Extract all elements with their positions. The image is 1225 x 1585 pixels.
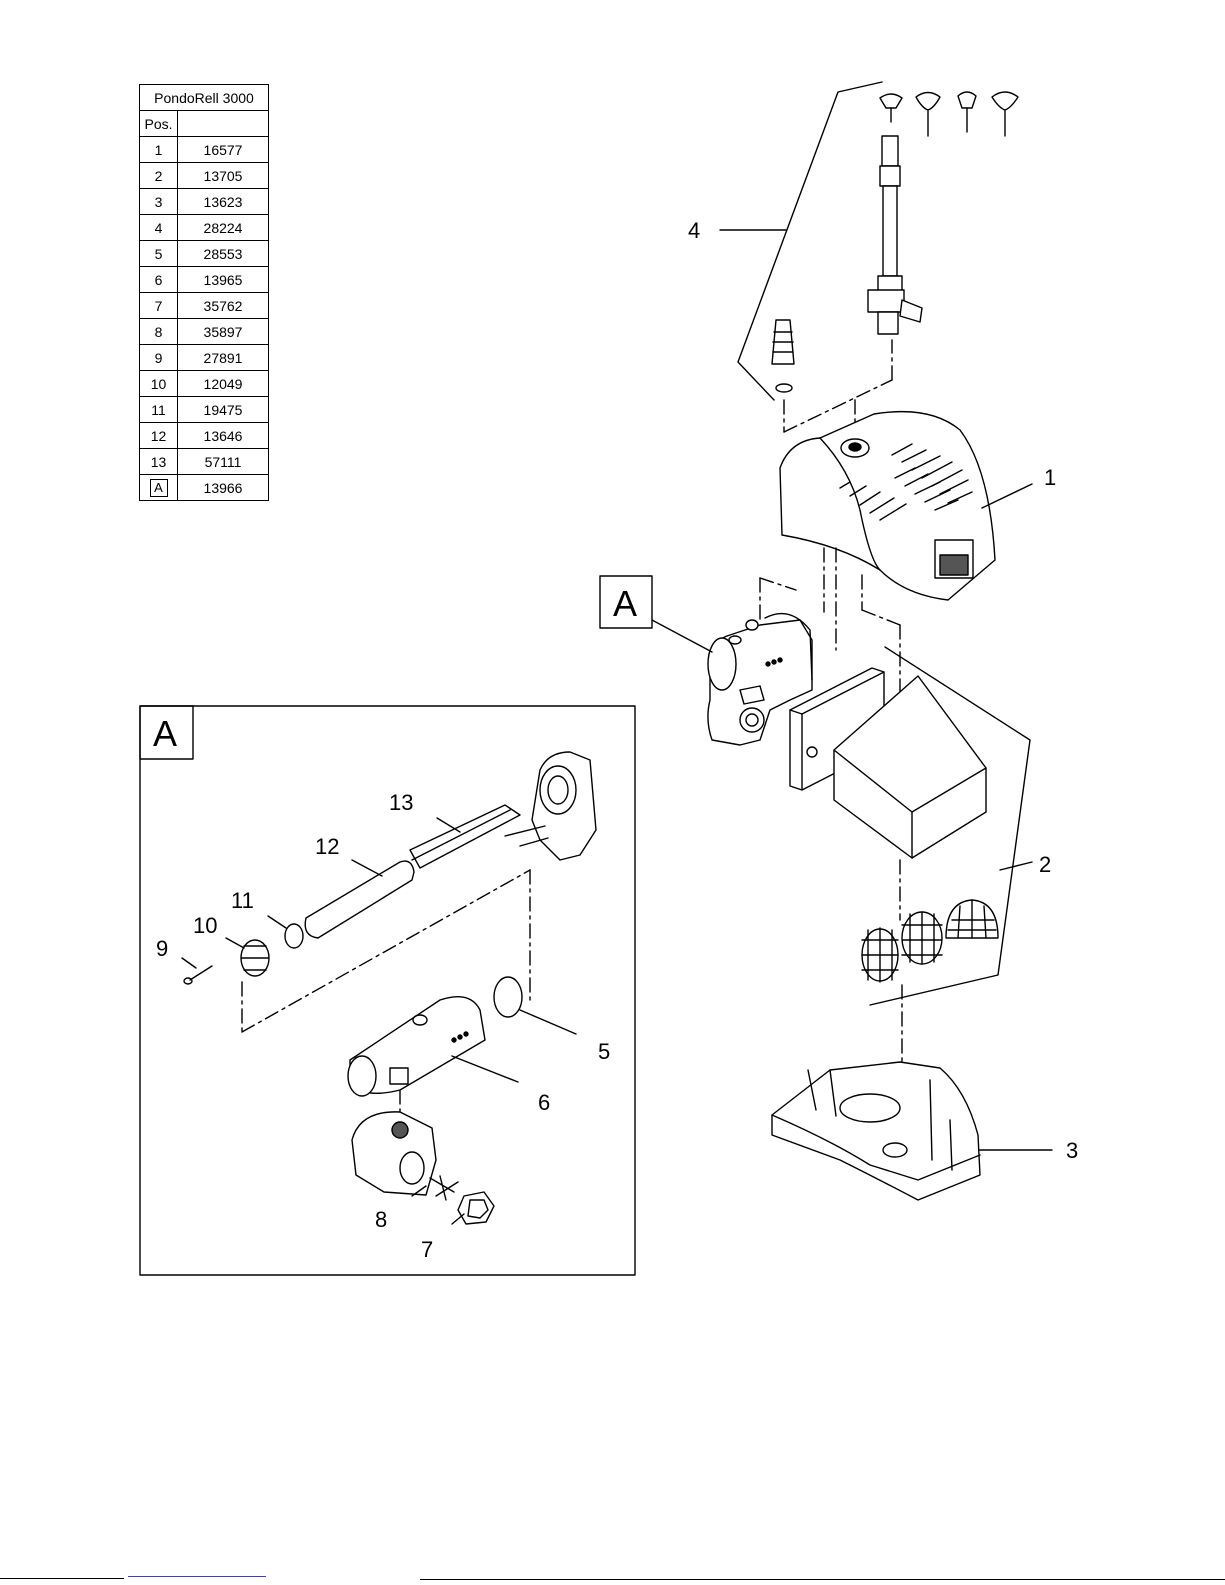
part-13-uv-lamp-housing [410,752,596,868]
nozzle-head-icon [880,94,902,122]
filter-ball-icon [902,912,942,964]
filter-ball-icon [946,900,998,938]
nozzle-head-icon [916,93,940,137]
callout-3: 3 [1066,1138,1078,1163]
part-11-o-ring [268,916,303,948]
assembly-guide-lines [900,860,902,1080]
footer-rule-blue [128,1576,266,1577]
footer-rule-right [420,1579,1225,1580]
nozzle-head-icon [992,92,1018,136]
filter-ball-icon [862,928,898,982]
nozzle-head-icon [958,92,976,132]
callout-12: 12 [315,834,339,859]
part-7-cover-cap [452,1192,494,1224]
callout-13: 13 [389,790,413,815]
part-10-nut [226,938,269,976]
part-3-base [772,1062,1052,1200]
part-pump-housing [352,1112,436,1195]
callout-5: 5 [598,1039,610,1064]
callout-2: 2 [1039,852,1051,877]
callout-6: 6 [538,1090,550,1115]
callout-10: 10 [193,913,217,938]
main-a-label: A [613,583,637,624]
part-9-screw [182,958,212,984]
footer-rule-left [0,1578,124,1579]
assembly-a-pump [652,614,812,745]
part-2-filter [790,647,1032,1005]
part-1-cover [780,412,1032,600]
callout-8: 8 [375,1207,387,1232]
callout-11: 11 [231,888,254,913]
callout-4: 4 [688,218,700,243]
detail-a-label: A [153,713,177,754]
callout-1: 1 [1044,465,1056,490]
part-4-nozzle-set [720,82,1018,400]
part-6-uv-chamber [348,997,518,1096]
callout-7: 7 [421,1237,433,1262]
part-12-quartz-tube [305,860,414,938]
callout-9: 9 [156,936,168,961]
part-5-o-ring [494,977,576,1034]
